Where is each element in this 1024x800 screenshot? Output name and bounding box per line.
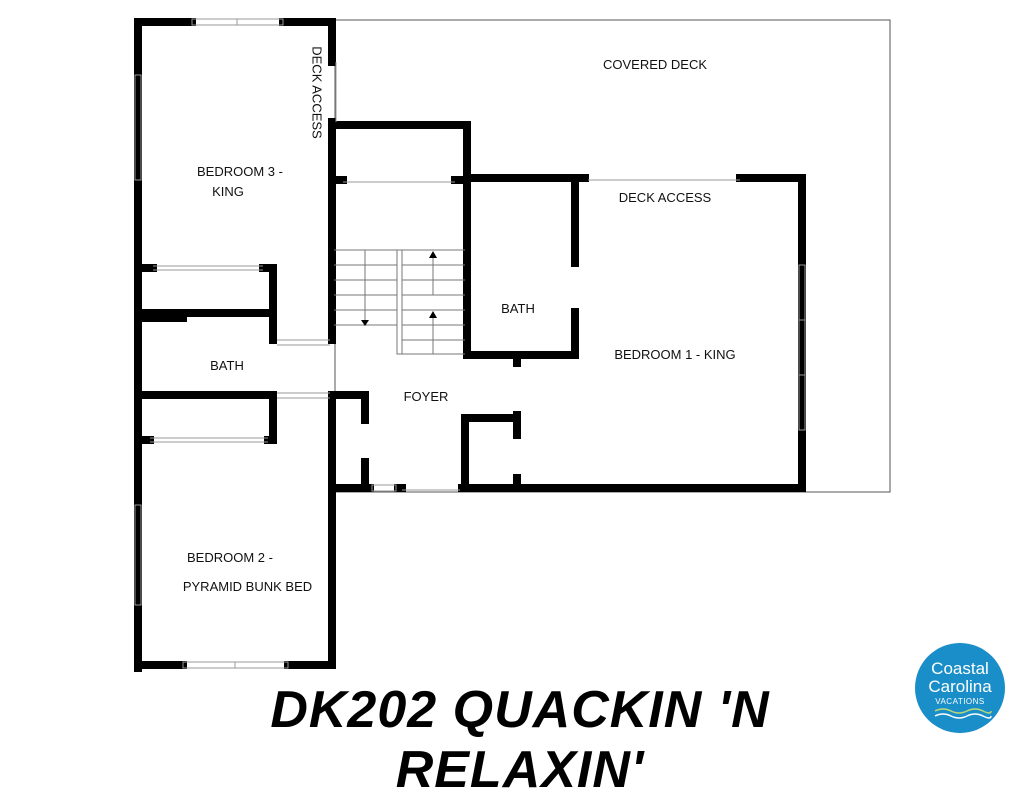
label-bath-center: BATH (501, 301, 535, 316)
label-deck-access-right: DECK ACCESS (618, 190, 712, 205)
floor-plan (134, 18, 891, 672)
logo-line3: VACATIONS (935, 697, 985, 706)
label-bedroom2-bunk: PYRAMID BUNK BED (182, 579, 313, 594)
walls (134, 18, 806, 672)
stair-arrows (361, 251, 437, 326)
logo-line1: Coastal (931, 659, 989, 678)
label-bedroom3: BEDROOM 3 - (197, 164, 283, 179)
label-bath-left: BATH (210, 358, 244, 373)
label-bedroom1: BEDROOM 1 - KING (614, 347, 736, 362)
logo-line2: Carolina (928, 677, 992, 696)
stairs (334, 249, 465, 355)
windows (134, 18, 806, 669)
label-bedroom2: BEDROOM 2 - (187, 550, 273, 565)
label-covered-deck: COVERED DECK (602, 57, 708, 72)
covered-deck-outline (334, 19, 891, 493)
label-foyer: FOYER (403, 389, 449, 404)
logo-waves-icon (934, 708, 992, 719)
property-title: DK202 QUACKIN 'N RELAXIN' (270, 681, 770, 799)
label-deck-access-top: DECK ACCESS (309, 46, 325, 139)
label-bedroom3-king: KING (212, 184, 244, 199)
